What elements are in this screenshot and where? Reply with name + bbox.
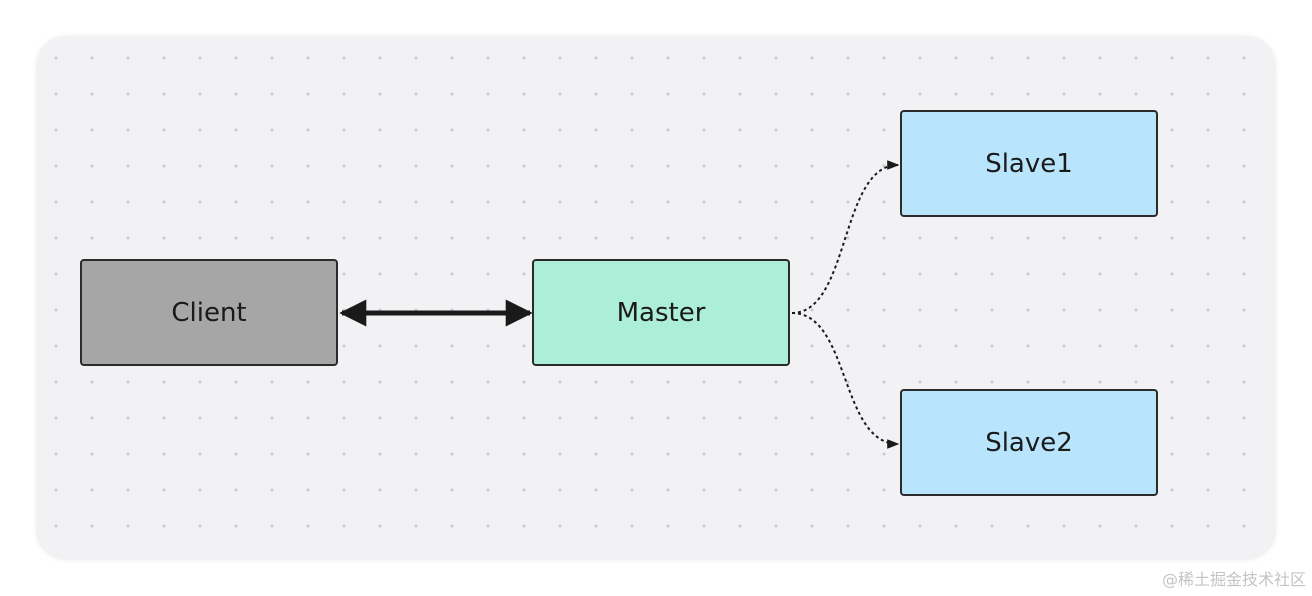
node-slave2: Slave2 [900, 389, 1158, 496]
node-client-label: Client [171, 297, 247, 328]
node-slave1: Slave1 [900, 110, 1158, 217]
node-client: Client [80, 259, 338, 366]
node-master: Master [532, 259, 790, 366]
node-master-label: Master [616, 297, 706, 328]
watermark: @稀土掘金技术社区 [1161, 570, 1306, 589]
node-slave1-label: Slave1 [985, 148, 1073, 179]
node-slave2-label: Slave2 [985, 427, 1073, 458]
